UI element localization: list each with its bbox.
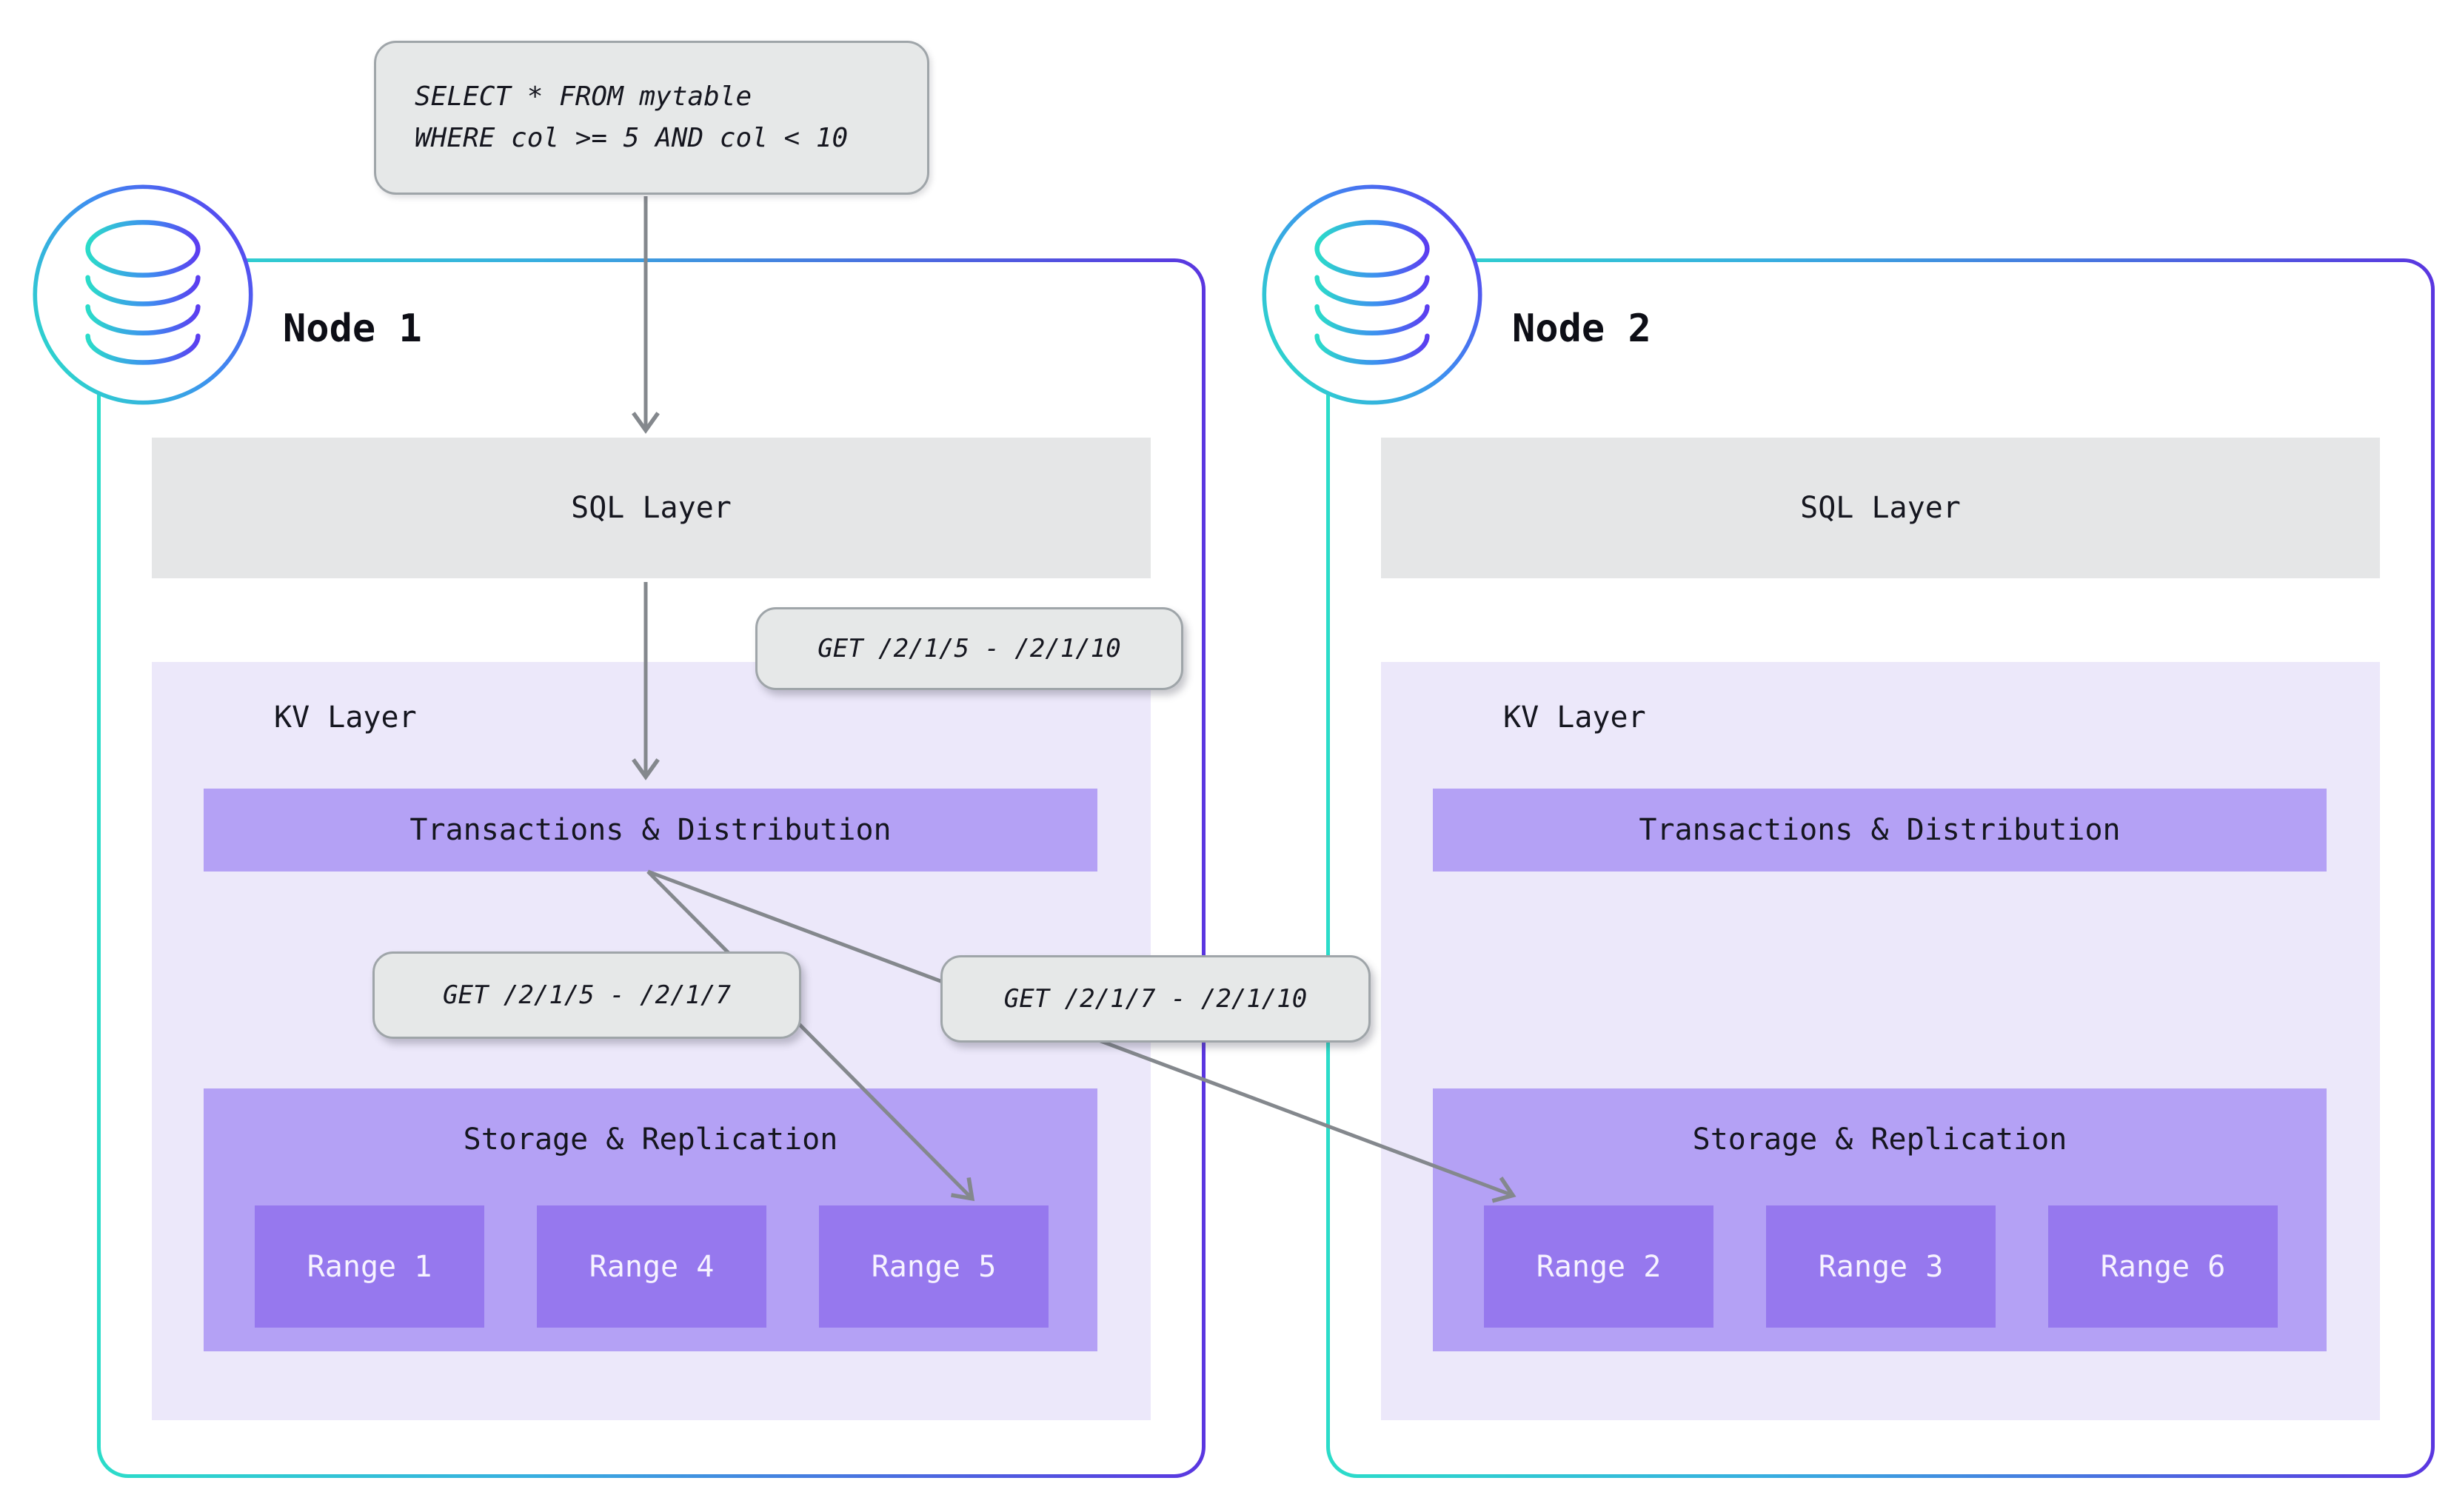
node-2-sql-layer: SQL Layer: [1381, 438, 2380, 578]
node-2-ranges-row: Range 2 Range 3 Range 6: [1484, 1205, 2278, 1328]
node-2-kv-layer: KV Layer Transactions & Distribution Sto…: [1381, 662, 2380, 1420]
node-2-storage-replication-box: Storage & Replication Range 2 Range 3 Ra…: [1433, 1088, 2327, 1351]
query-line-2: WHERE col >= 5 AND col < 10: [415, 123, 849, 153]
get-request-label-full: GET /2/1/5 - /2/1/10: [755, 607, 1183, 690]
get-request-text: GET /2/1/5 - /2/1/7: [443, 980, 731, 1010]
range-box: Range 3: [1766, 1205, 1996, 1328]
node-1-sql-layer: SQL Layer: [152, 438, 1151, 578]
get-request-text: GET /2/1/7 - /2/1/10: [1003, 984, 1308, 1014]
node-1-transactions-distribution-bar: Transactions & Distribution: [204, 789, 1097, 872]
node-1-kv-layer-label: KV Layer: [274, 700, 417, 735]
node-1-transactions-label: Transactions & Distribution: [409, 813, 892, 847]
node-1-sql-layer-label: SQL Layer: [571, 491, 732, 525]
node-2-container: Node 2 SQL Layer KV Layer Transactions &…: [1326, 258, 2435, 1478]
node-1-storage-replication-box: Storage & Replication Range 1 Range 4 Ra…: [204, 1088, 1097, 1351]
range-box: Range 5: [819, 1205, 1049, 1328]
range-box: Range 1: [255, 1205, 484, 1328]
node-2-title: Node 2: [1512, 307, 1651, 351]
database-icon: [1262, 184, 1482, 405]
sql-query-label: SELECT * FROM mytable WHERE col >= 5 AND…: [374, 41, 929, 195]
range-box: Range 2: [1484, 1205, 1713, 1328]
get-request-text: GET /2/1/5 - /2/1/10: [817, 634, 1121, 663]
get-request-label-right-split: GET /2/1/7 - /2/1/10: [940, 955, 1371, 1043]
node-1-ranges-row: Range 1 Range 4 Range 5: [255, 1205, 1049, 1328]
node-2-storage-label: Storage & Replication: [1692, 1123, 2067, 1157]
node-2-sql-layer-label: SQL Layer: [1800, 491, 1961, 525]
node-1-container: Node 1 SQL Layer KV Layer Transactions &…: [97, 258, 1206, 1478]
get-request-label-left-split: GET /2/1/5 - /2/1/7: [372, 951, 801, 1039]
range-box: Range 4: [537, 1205, 766, 1328]
node-2-transactions-distribution-bar: Transactions & Distribution: [1433, 789, 2327, 872]
node-1-title: Node 1: [283, 307, 422, 351]
range-box: Range 6: [2048, 1205, 2278, 1328]
node-1-storage-label: Storage & Replication: [463, 1123, 838, 1157]
node-2-transactions-label: Transactions & Distribution: [1639, 813, 2121, 847]
database-icon: [33, 184, 253, 405]
query-line-1: SELECT * FROM mytable: [415, 81, 752, 113]
node-2-kv-layer-label: KV Layer: [1503, 700, 1646, 735]
